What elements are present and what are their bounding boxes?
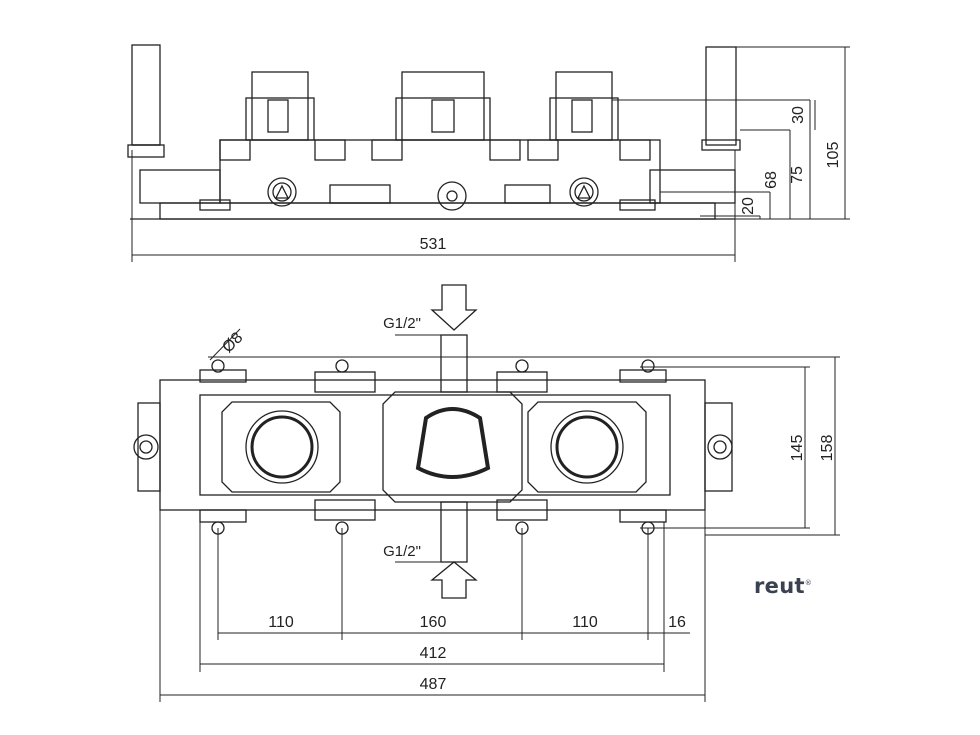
dim-top-block: 30	[790, 106, 807, 124]
dim-mount-width: 412	[420, 645, 447, 662]
brand-logo: reut®	[754, 574, 812, 598]
dim-height-105: 105	[825, 142, 842, 169]
brand-name: reut	[754, 574, 805, 598]
dim-depth-158: 158	[819, 435, 836, 462]
thread-label-top: G1/2"	[383, 315, 421, 332]
dim-hole-diameter: Ø8	[219, 329, 246, 356]
plan-dimensions	[159, 328, 840, 702]
dim-spacing-left: 110	[268, 614, 294, 631]
front-dimensions	[131, 46, 850, 262]
dim-spacing-center: 160	[420, 614, 447, 631]
dim-height-68: 68	[763, 171, 780, 189]
brand-mark: ®	[804, 579, 813, 587]
dim-overall-front: 531	[420, 236, 447, 253]
plan-view	[133, 284, 733, 599]
dim-offset-16: 16	[668, 614, 686, 631]
thread-label-bottom: G1/2"	[383, 543, 421, 560]
dim-height-75: 75	[789, 166, 806, 184]
dim-overall-plan: 487	[420, 676, 447, 693]
dim-depth-145: 145	[789, 435, 806, 462]
dim-spacing-right: 110	[572, 614, 598, 631]
front-view	[127, 44, 741, 220]
dim-base-20: 20	[740, 197, 757, 215]
